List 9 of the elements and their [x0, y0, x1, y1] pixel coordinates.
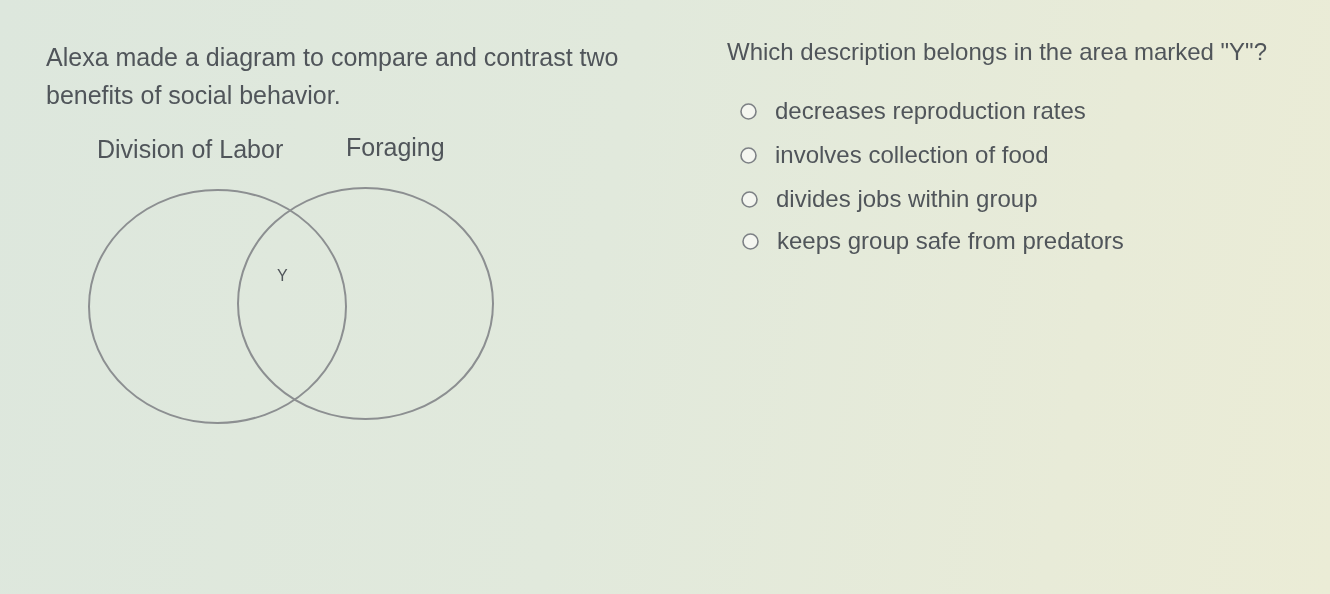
answer-choice: involves collection of food — [775, 141, 1049, 169]
answer-choice: keeps group safe from predators — [777, 227, 1124, 255]
question-text: Which description belongs in the area marked "Y"? — [727, 38, 1267, 66]
question-text: Alexa made a diagram to compare and contrast two benefits of social behavior. — [46, 42, 620, 111]
set-label: Foraging — [346, 133, 445, 161]
answer-choice: divides jobs within group — [776, 185, 1038, 213]
region-label: Y — [277, 267, 288, 285]
set-label: Division of Labor — [97, 135, 284, 163]
answer-choice: decreases reproduction rates — [775, 97, 1086, 125]
